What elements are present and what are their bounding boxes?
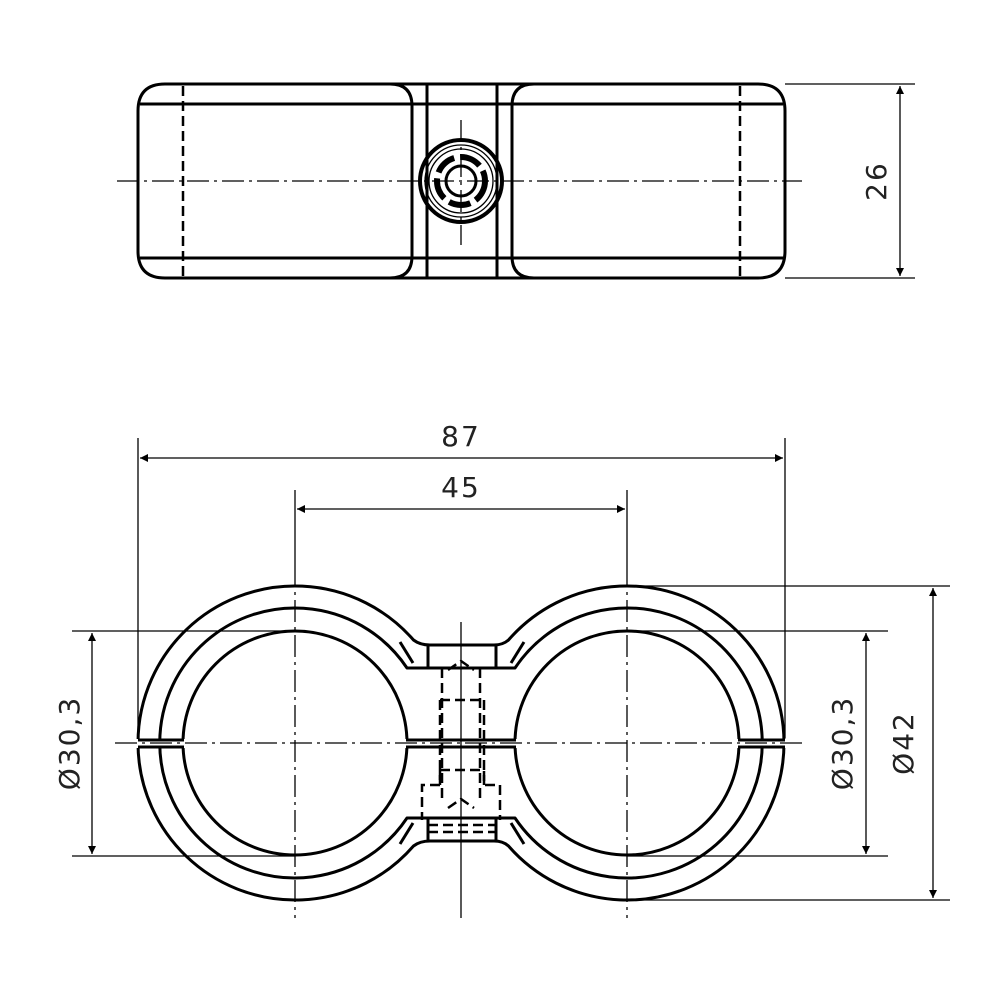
- dim-label-outer-diameter: Ø42: [887, 711, 920, 775]
- dim-label-45: 45: [441, 471, 481, 504]
- right-clamp-block: [510, 82, 787, 280]
- dimension-outer-diameter: Ø42: [627, 585, 950, 901]
- bridge-edges: [398, 641, 526, 845]
- dim-label-right-bore: Ø30,3: [826, 696, 859, 790]
- dim-label-26: 26: [860, 161, 893, 201]
- front-view: 87 45 Ø30,3 Ø30,3 Ø42: [53, 420, 950, 918]
- hidden-screw: [420, 659, 502, 834]
- dimension-height: 26: [785, 83, 915, 279]
- dimension-overall-width: 87: [137, 420, 786, 738]
- top-view: 26: [117, 82, 915, 280]
- dim-label-left-bore: Ø30,3: [53, 696, 86, 790]
- dimension-right-bore: Ø30,3: [627, 630, 888, 857]
- dim-label-87: 87: [441, 420, 481, 453]
- dimension-left-bore: Ø30,3: [53, 630, 295, 857]
- outer-profile: [136, 584, 786, 902]
- dimension-center-distance: 45: [294, 471, 628, 565]
- middle-profile: [158, 606, 764, 880]
